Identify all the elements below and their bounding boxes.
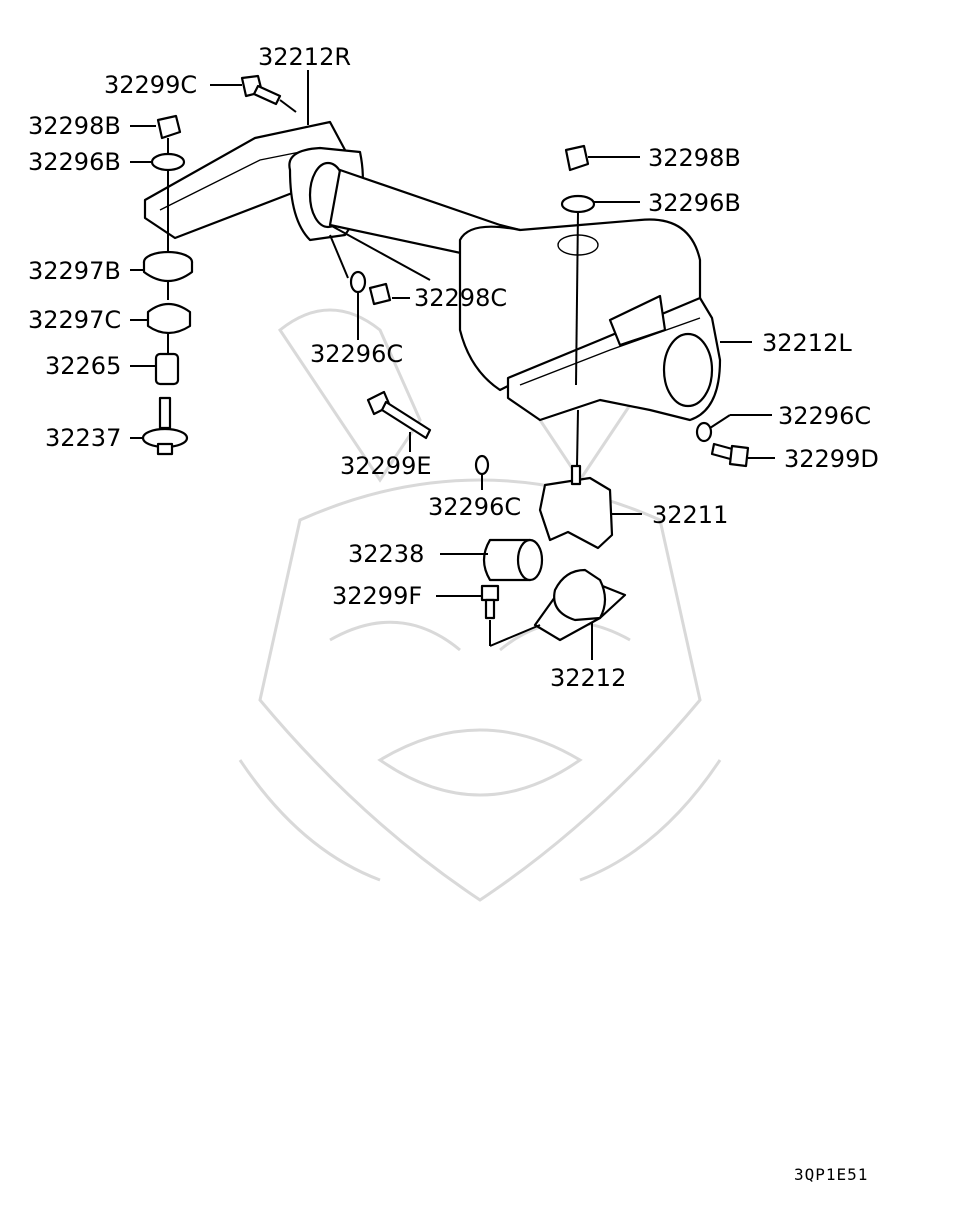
- label-32298B-right: 32298B: [648, 144, 741, 172]
- label-32296C-low: 32296C: [428, 493, 521, 521]
- bolt-32299F-icon: [480, 584, 500, 620]
- label-32212: 32212: [550, 664, 626, 692]
- mount-bracket-32212-icon: [533, 568, 627, 642]
- label-32299E: 32299E: [340, 452, 432, 480]
- label-32298C: 32298C: [414, 284, 507, 312]
- label-32299C: 32299C: [104, 71, 197, 99]
- washer-32296C-low-icon: [474, 454, 490, 476]
- label-32299D: 32299D: [784, 445, 879, 473]
- part-labels: 32212R 32299C 32298B 32296B 32297B 32297…: [28, 43, 879, 692]
- mount-insulator-32297B-icon: [142, 250, 194, 283]
- label-32297B: 32297B: [28, 257, 121, 285]
- washer-32296C-right-icon: [695, 421, 713, 443]
- front-mount-bracket-32211-icon: [538, 464, 614, 550]
- washer-32296B-left-icon: [150, 152, 186, 172]
- bushing-32238-icon: [482, 538, 544, 582]
- label-32265: 32265: [45, 352, 121, 380]
- label-32296B-right: 32296B: [648, 189, 741, 217]
- label-32237: 32237: [45, 424, 121, 452]
- nut-32298C-icon: [368, 282, 392, 306]
- leader-lines: [130, 70, 775, 660]
- bolt-32299D-icon: [710, 442, 750, 468]
- label-32211: 32211: [652, 501, 728, 529]
- stud-bolt-32237-icon: [141, 396, 189, 456]
- label-32212L: 32212L: [762, 329, 852, 357]
- spacer-32265-icon: [154, 352, 180, 386]
- bolt-32299C-icon: [240, 74, 282, 106]
- crossmember-bracket-right: [143, 120, 522, 257]
- nut-32298B-right-icon: [564, 144, 590, 172]
- label-32296C-mid: 32296C: [310, 340, 403, 368]
- washer-32296C-mid-icon: [349, 270, 367, 294]
- label-32296C-right: 32296C: [778, 402, 871, 430]
- diagram-code: 3QP1E51: [794, 1165, 868, 1184]
- nut-32298B-left-icon: [156, 114, 182, 140]
- label-32212R: 32212R: [258, 43, 351, 71]
- crossmember-bracket-left: [506, 294, 722, 422]
- bolt-32299E-icon: [366, 390, 432, 440]
- label-32296B-left: 32296B: [28, 148, 121, 176]
- washer-32296B-right-icon: [560, 194, 596, 214]
- differential-housing: [458, 218, 702, 392]
- label-32298B-left: 32298B: [28, 112, 121, 140]
- mount-insulator-32297C-icon: [146, 302, 192, 335]
- label-32297C: 32297C: [28, 306, 121, 334]
- label-32238: 32238: [348, 540, 424, 568]
- label-32299F: 32299F: [332, 582, 422, 610]
